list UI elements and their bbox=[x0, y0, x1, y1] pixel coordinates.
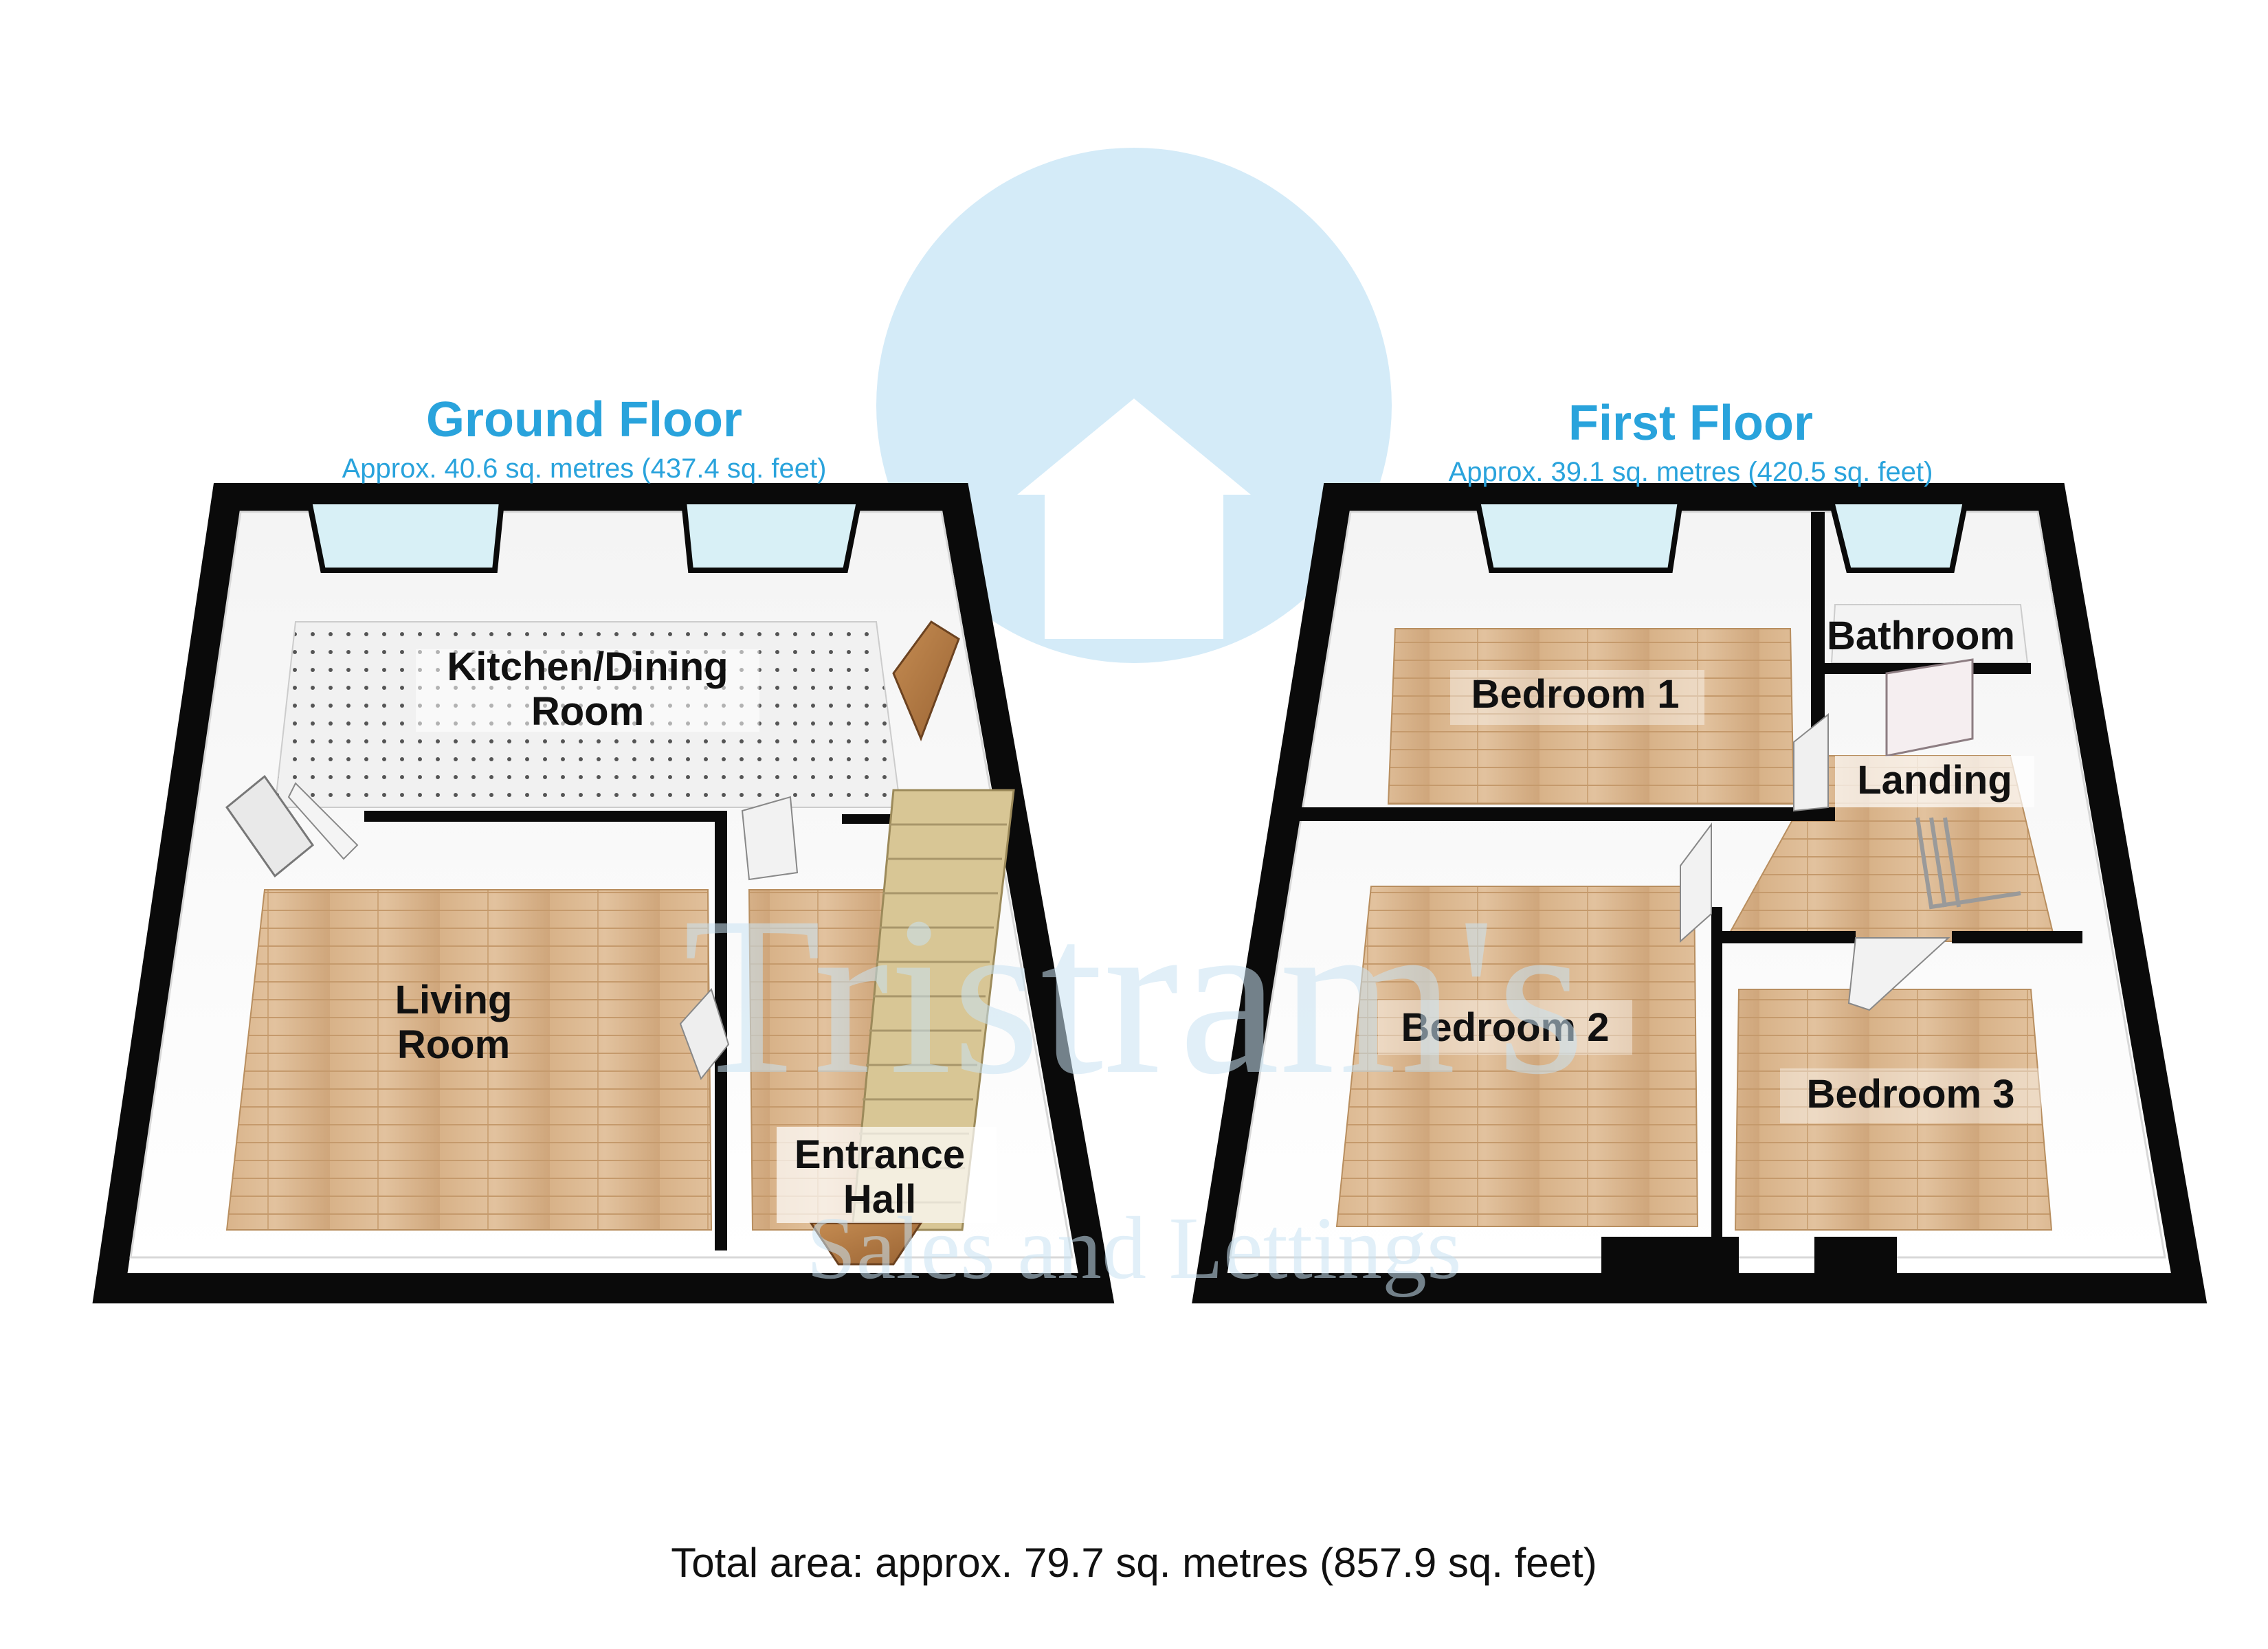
bedroom-3-label: Bedroom 3 bbox=[1807, 1072, 2015, 1117]
label-backdrop bbox=[416, 649, 759, 732]
window bbox=[1827, 499, 1969, 573]
ground-floor-title: Ground Floor bbox=[426, 392, 742, 447]
wall bbox=[1299, 807, 1835, 821]
bedroom-2-label-group: Bedroom 2 bbox=[1378, 1000, 1632, 1055]
label-backdrop bbox=[1378, 1000, 1632, 1055]
bedroom-2-label: Bedroom 2 bbox=[1401, 1005, 1610, 1050]
wall bbox=[1711, 907, 1722, 1264]
label-backdrop bbox=[1835, 756, 2034, 807]
bedroom-1-door-icon bbox=[1793, 713, 1829, 812]
watermark-logo bbox=[876, 148, 1392, 663]
back-door-icon bbox=[892, 620, 960, 742]
label-backdrop bbox=[1780, 1068, 2041, 1123]
wall bbox=[1814, 1237, 1897, 1285]
ground-floor-plan: Kitchen/Dining Room Living Room Entrance… bbox=[92, 483, 1115, 1303]
bedroom-3-door-icon bbox=[1847, 937, 1950, 1011]
stairwell-banister bbox=[1915, 817, 2021, 910]
wall bbox=[1601, 1237, 1739, 1285]
bedroom-2-floor bbox=[1335, 886, 1699, 1227]
door-icon bbox=[741, 796, 799, 881]
watermark-brand: Tristram's bbox=[683, 871, 1586, 1121]
stair-flight bbox=[851, 789, 1015, 1231]
entrance-hall-label: Entrance Hall bbox=[777, 1127, 997, 1223]
watermark-house-icon bbox=[1017, 399, 1251, 639]
living-room-floor bbox=[225, 889, 713, 1231]
living-room-label-line2: Room bbox=[397, 1022, 510, 1067]
label-backdrop bbox=[1450, 670, 1704, 725]
landing-label: Landing bbox=[1857, 758, 2012, 803]
window-door-icon bbox=[225, 774, 315, 878]
wall bbox=[1718, 931, 1856, 943]
entrance-hall-label-line2: Hall bbox=[843, 1177, 916, 1222]
wall bbox=[1952, 931, 2082, 943]
window bbox=[306, 499, 505, 573]
ground-floor-doors bbox=[225, 620, 960, 1266]
door-icon bbox=[287, 782, 359, 860]
ground-floor-area: Approx. 40.6 sq. metres (437.4 sq. feet) bbox=[342, 453, 827, 484]
first-floor-back-windows bbox=[1474, 499, 1969, 573]
first-floor-plan: Bedroom 1 Bathroom Landing Bedroom 2 Bed… bbox=[1192, 483, 2208, 1303]
bedroom-1-label: Bedroom 1 bbox=[1471, 672, 1680, 717]
bathroom-door-icon bbox=[1885, 658, 1974, 757]
bedroom-3-floor bbox=[1734, 989, 2053, 1231]
bathroom-label-group: Bathroom bbox=[1827, 614, 2015, 658]
first-floor-internal-walls bbox=[1299, 512, 2082, 1285]
living-room-label-line1: Living bbox=[395, 978, 513, 1022]
total-area: Total area: approx. 79.7 sq. metres (857… bbox=[671, 1540, 1597, 1586]
first-floor-title: First Floor bbox=[1568, 396, 1813, 451]
watermark-tagline: Sales and Lettings bbox=[806, 1199, 1461, 1298]
window bbox=[680, 499, 863, 573]
bedroom-2-door-icon bbox=[1680, 822, 1712, 943]
kitchen-dining-label: Kitchen/Dining Room bbox=[416, 644, 759, 734]
entrance-hall-label-line1: Entrance bbox=[794, 1132, 965, 1177]
wall bbox=[842, 814, 904, 824]
watermark-wordmark: Tristram's Sales and Lettings bbox=[683, 871, 1586, 1298]
wall bbox=[364, 811, 722, 822]
first-floor-doors bbox=[1680, 658, 1974, 1011]
kitchen-dining-label-line2: Room bbox=[531, 689, 644, 734]
first-floor-area: Approx. 39.1 sq. metres (420.5 sq. feet) bbox=[1449, 457, 1933, 487]
landing-label-group: Landing bbox=[1835, 756, 2034, 807]
living-room-label: Living Room bbox=[395, 978, 513, 1067]
ground-floor-back-windows bbox=[306, 499, 863, 573]
kitchen-dining-label-line1: Kitchen/Dining bbox=[447, 644, 728, 689]
bedroom-1-label-group: Bedroom 1 bbox=[1450, 670, 1704, 725]
bathroom-label: Bathroom bbox=[1827, 614, 2015, 658]
label-backdrop bbox=[777, 1127, 997, 1223]
window bbox=[1474, 499, 1684, 573]
door-icon bbox=[679, 988, 730, 1080]
bedroom-3-label-group: Bedroom 3 bbox=[1780, 1068, 2041, 1123]
